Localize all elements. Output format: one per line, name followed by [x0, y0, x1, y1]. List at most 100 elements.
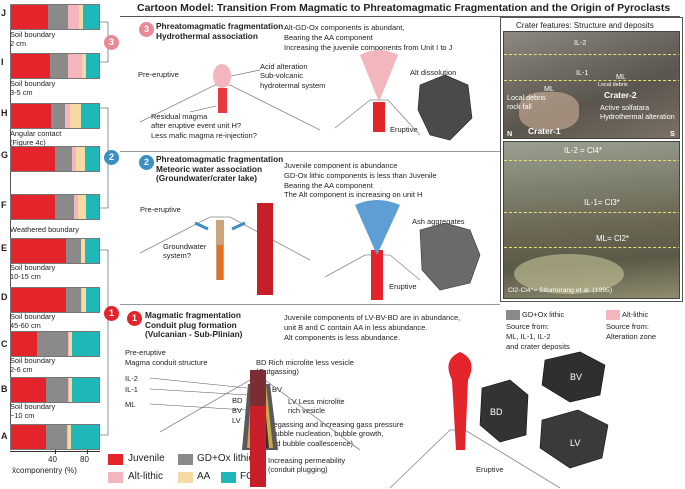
bar-unit-e [10, 238, 100, 264]
panel1-permeability: Increasing permeability(conduit plugging… [268, 456, 346, 475]
panel1-eruptive: Eruptive [476, 465, 504, 474]
unit-label-a: A [1, 431, 8, 441]
panel1-pre-eruptive: Pre-eruptive [125, 348, 166, 357]
legend-fc-swatch [221, 472, 236, 483]
badge-1: 1 [127, 311, 142, 326]
legend-gd-label: GD+Ox lithic [197, 453, 254, 464]
unit-bracket [100, 21, 109, 436]
bar-segment-aa [76, 147, 85, 171]
bar-segment-gd_ox_lithic [37, 332, 69, 356]
label-top-il1: IL-1 [576, 68, 589, 77]
clast-bv: BV [570, 372, 583, 382]
bar-segment-alt_lithic [74, 195, 78, 219]
panel1-illustration [149, 351, 609, 489]
clast-lv: LV [570, 438, 581, 448]
bar-segment-juvenile [11, 104, 51, 128]
bar-segment-fc [81, 104, 99, 128]
bar-unit-i [10, 53, 100, 79]
crater-title: Crater features: Structure and deposits [516, 21, 654, 30]
bar-segment-juvenile [11, 332, 38, 356]
bar-segment-alt_lithic [68, 378, 70, 402]
panel2-pre-eruptive: Pre-eruptive [140, 205, 181, 214]
bar-unit-h [10, 103, 100, 129]
label-bottom-il2: IL-2 = Cl4* [564, 146, 603, 155]
legend-juvenile-swatch [108, 454, 123, 465]
figure-title: Cartoon Model: Transition From Magmatic … [137, 2, 671, 14]
boundary-h-g: Angular contact(Figure 4c) [10, 129, 62, 147]
badge-1-left: 1 [104, 306, 119, 321]
badge-2: 2 [139, 155, 154, 170]
legend-fc-label: FC [240, 471, 254, 482]
crater-photo-bottom: IL-2 = Cl4* IL-1= Cl3* ML= Cl2* Cl2-Cl4*… [503, 141, 680, 299]
legend-aa-label: AA [197, 471, 211, 482]
bar-segment-gd_ox_lithic [50, 104, 65, 128]
panel3-eruptive: Eruptive [390, 125, 418, 134]
legend-juvenile-label: Juvenile [128, 453, 165, 464]
bar-segment-juvenile [11, 239, 67, 263]
bar-segment-gd_ox_lithic [55, 195, 75, 219]
panel1-vesic-bv: BV [232, 406, 243, 415]
bar-segment-fc [85, 195, 99, 219]
panel2-ash-aggregates: Ash aggregates [412, 217, 465, 226]
bar-segment-alt_lithic [80, 239, 82, 263]
panel1-bd-note: BD Rich microlite less vesicle(Outgassin… [256, 358, 354, 377]
crater-legend-gd-label: GD+Ox lithic [522, 310, 565, 319]
bar-unit-f [10, 194, 100, 220]
bar-segment-aa [78, 5, 84, 29]
label-citation: Cl2-Cl4*= Situmorang et al. (1995) [508, 287, 613, 294]
label-top-il2: IL-2 [574, 38, 587, 47]
badge-3-left: 3 [104, 35, 119, 50]
panel1-layer-il1: IL-1 [125, 385, 138, 394]
separator-2-1 [120, 304, 500, 305]
bar-segment-fc [71, 332, 99, 356]
label-top-ml-left: ML [544, 84, 554, 93]
bar-segment-fc [70, 425, 99, 449]
label-top-debris-mid: Local debris [598, 82, 628, 88]
bar-segment-gd_ox_lithic [46, 378, 69, 402]
bar-segment-aa [77, 195, 86, 219]
x-axis-label: x̄componentry (%) [12, 466, 77, 475]
unit-label-h: H [1, 108, 8, 118]
panel3-description: Alt-GD-Ox components is abundant,Bearing… [284, 23, 453, 52]
badge-2-left: 2 [104, 150, 119, 165]
bar-segment-alt_lithic [68, 5, 79, 29]
bar-segment-gd_ox_lithic [47, 5, 69, 29]
bar-segment-alt_lithic [67, 425, 69, 449]
bar-segment-aa [69, 378, 72, 402]
x-tick-40 [55, 450, 56, 454]
bar-segment-juvenile [11, 288, 66, 312]
panel1-degassing: Degassing and increasing gass pressure(B… [268, 420, 404, 448]
panel1-vesic-bd: BD [232, 396, 243, 405]
bar-segment-alt_lithic [68, 54, 83, 78]
panel1-description: Juvenile components of LV-BV-BD are in a… [284, 313, 461, 342]
bar-segment-fc [85, 54, 99, 78]
crater-panel [500, 17, 683, 302]
unit-label-b: B [1, 384, 8, 394]
bar-segment-alt_lithic [68, 332, 70, 356]
bar-segment-juvenile [11, 5, 48, 29]
panel2-illustration [139, 200, 481, 300]
crater-legend-alt-label: Alt-lithic [622, 310, 649, 319]
bar-segment-fc [84, 147, 99, 171]
bar-segment-aa [68, 425, 71, 449]
bar-segment-gd_ox_lithic [66, 239, 81, 263]
bar-unit-d [10, 287, 100, 313]
legend-alt-label: Alt-lithic [128, 471, 164, 482]
unit-label-j: J [1, 8, 7, 18]
unit-label-e: E [1, 243, 8, 253]
title-underline [120, 16, 680, 17]
bar-segment-fc [83, 5, 99, 29]
label-north: N [507, 129, 513, 138]
unit-label-d: D [1, 292, 8, 302]
bar-segment-alt_lithic [81, 288, 83, 312]
